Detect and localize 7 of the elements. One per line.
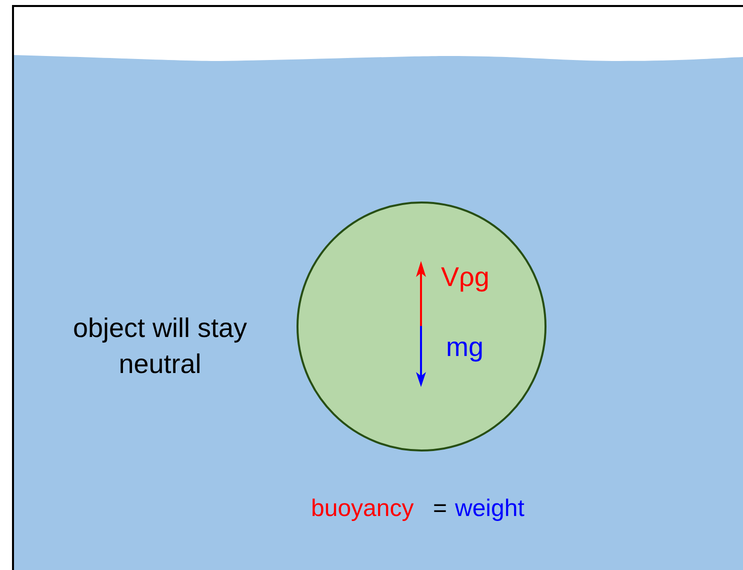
force-label: mg	[446, 331, 484, 363]
sphere	[296, 201, 547, 452]
force-label: Vρg	[441, 261, 490, 293]
formula-word: weight	[455, 494, 524, 524]
formula-word: buoyancy	[311, 494, 414, 524]
note-text: object will stay neutral	[72, 312, 248, 381]
equals-sign: =	[433, 494, 448, 524]
